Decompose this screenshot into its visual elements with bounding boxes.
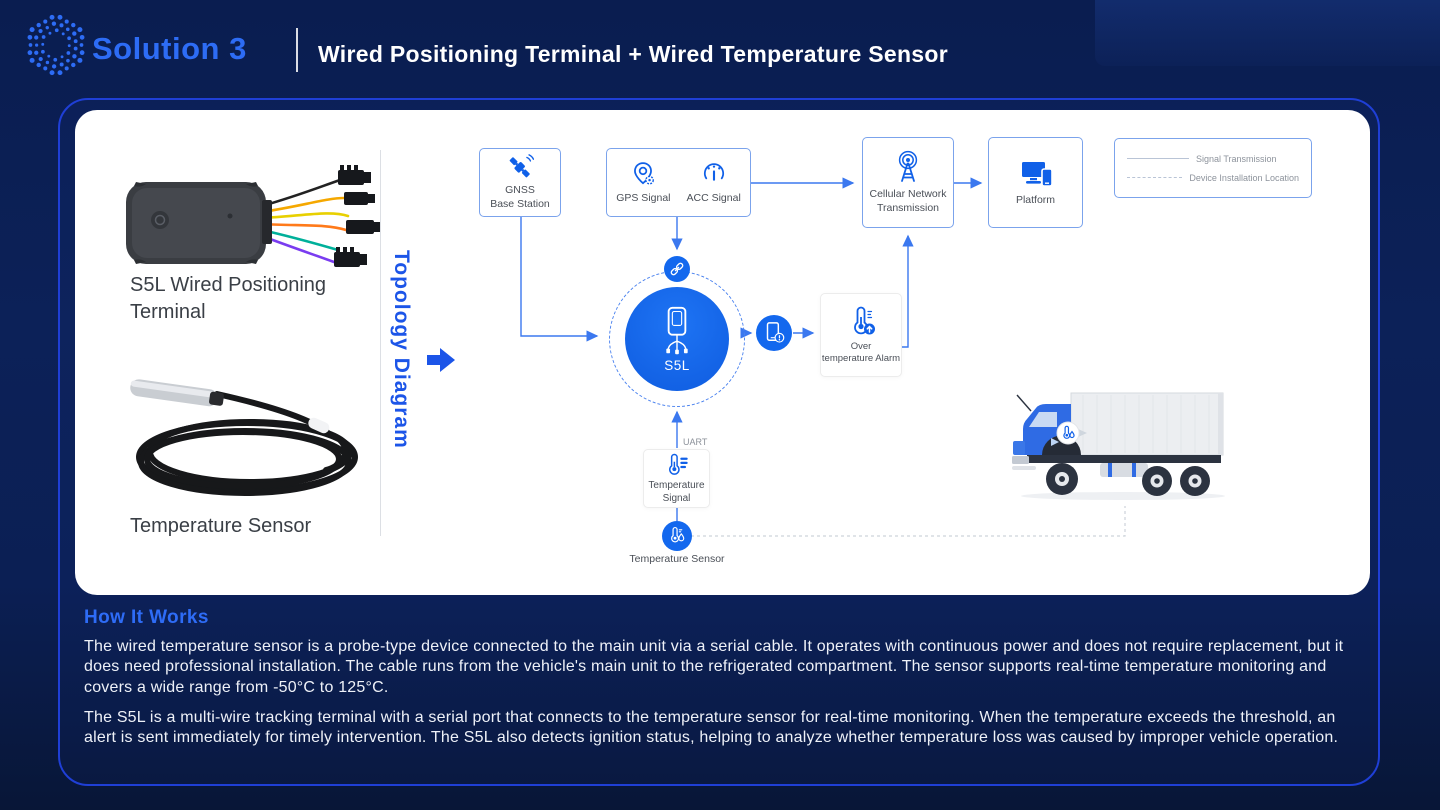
antenna-icon: [898, 151, 918, 183]
phone-alert-icon: [766, 322, 785, 343]
hub-label: S5L: [664, 358, 690, 373]
node-label: GNSS Base Station: [490, 184, 550, 210]
legend-row-signal: Signal Transmission: [1127, 154, 1299, 164]
uart-label: UART: [683, 437, 708, 447]
thermometer-signal-icon: [668, 453, 688, 475]
legend-row-installation: Device Installation Location: [1127, 173, 1299, 183]
truck-illustration: [1012, 392, 1225, 500]
acc-signal-item: ACC Signal: [687, 160, 741, 205]
solution-title: Solution 3: [92, 31, 247, 66]
s5l-hub: S5L: [625, 287, 729, 391]
thermometer-sensor-icon: [671, 526, 685, 543]
s5l-terminal-image: [126, 165, 381, 267]
gps-pin-icon: [634, 162, 655, 185]
node-platform: Platform: [988, 137, 1083, 228]
temperature-sensor-badge: [662, 521, 692, 551]
how-it-works-paragraph-2: The S5L is a multi-wire tracking termina…: [84, 709, 1339, 747]
legend-dashed-line: [1127, 177, 1183, 178]
node-gps-acc-signals: GPS Signal ACC Signal: [606, 148, 751, 217]
s5l-device-icon: [666, 306, 688, 355]
node-label: Platform: [1015, 193, 1056, 206]
header-decoration: [1095, 0, 1440, 66]
phone-alert-badge: [756, 315, 792, 351]
link-badge: [664, 256, 690, 282]
platform-devices-icon: [1021, 161, 1053, 187]
node-over-temperature-alarm: Over temperature Alarm: [820, 293, 902, 377]
legend-label: Signal Transmission: [1196, 153, 1277, 164]
node-label: Temperature Signal: [648, 480, 705, 504]
acc-signal-label: ACC Signal: [686, 191, 741, 204]
header: Solution 3 Wired Positioning Terminal + …: [0, 0, 1440, 96]
flow-arrow-icon: [427, 348, 455, 372]
thermometer-alarm-icon: [854, 306, 875, 335]
legend-solid-line: [1127, 158, 1189, 159]
terminal-label: S5L Wired Positioning Terminal: [130, 274, 327, 323]
how-it-works-paragraph-1: The wired temperature sensor is a probe-…: [84, 638, 1344, 696]
legend-label: Device Installation Location: [1189, 172, 1299, 183]
brand-logo-icon: [27, 14, 85, 76]
acc-gauge-icon: [703, 163, 724, 181]
sensor-label: Temperature Sensor: [130, 515, 312, 537]
topology-diagram-label: Topology Diagram: [390, 250, 413, 449]
link-icon: [670, 262, 684, 276]
node-gnss-base-station: GNSS Base Station: [479, 148, 561, 217]
node-label: Over temperature Alarm: [821, 341, 901, 364]
gps-signal-label: GPS Signal: [616, 191, 671, 204]
node-temperature-signal: Temperature Signal: [643, 449, 710, 508]
satellite-icon: [509, 154, 534, 178]
vertical-divider: [380, 150, 381, 536]
temperature-sensor-image: [130, 379, 358, 496]
gps-signal-item: GPS Signal: [616, 160, 671, 205]
how-it-works-heading: How It Works: [84, 607, 209, 628]
legend: Signal Transmission Device Installation …: [1114, 138, 1312, 198]
temperature-sensor-node-label: Temperature Sensor: [629, 553, 725, 565]
node-cellular-network: Cellular Network Transmission: [862, 137, 954, 228]
header-divider: [296, 28, 298, 72]
node-label: Cellular Network Transmission: [869, 188, 947, 214]
page-title: Wired Positioning Terminal + Wired Tempe…: [318, 41, 949, 67]
